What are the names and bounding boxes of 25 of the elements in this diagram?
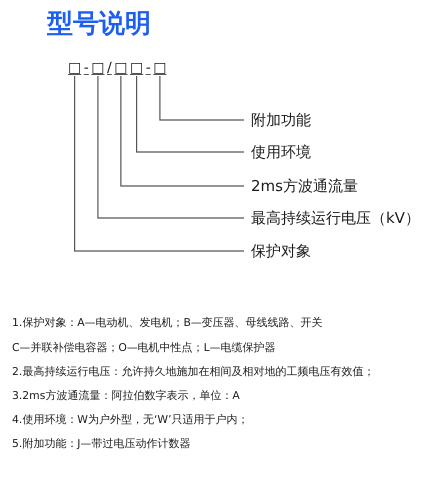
placeholder-field: □ (91, 60, 105, 76)
leader-line (159, 76, 244, 121)
placeholder-field: □ (114, 60, 128, 76)
field-label: 使用环境 (244, 143, 311, 161)
code-separator: - (146, 60, 151, 76)
field-label: 最高持续运行电压（kV） (244, 209, 420, 227)
title: 型号说明 (47, 8, 151, 40)
field-label: 附加功能 (244, 111, 311, 129)
note-text: 5.附加功能：J—带过电压动作计数器 (12, 436, 190, 452)
leader-line (120, 76, 244, 187)
field-label: 保护对象 (244, 242, 311, 260)
leader-line (74, 76, 244, 252)
note-text: 3.2ms方波通流量：阿拉伯数字表示，单位：A (12, 388, 240, 404)
field-label: 2ms方波通流量 (244, 177, 358, 195)
note-text: 2.最高持续运行电压：允许持久地施加在相间及相对地的工频电压有效值； (12, 364, 374, 380)
code-separator: - (84, 60, 89, 76)
note-text: 4.使用环境：W为户外型，无‘W’只适用于户内； (12, 412, 249, 428)
code-separator: / (107, 60, 112, 76)
leader-line (97, 76, 244, 219)
note-text: C—并联补偿电容器；O—电机中性点；L—电缆保护器 (12, 340, 276, 356)
placeholder-field: □ (153, 60, 167, 76)
placeholder-field: □ (68, 60, 82, 76)
leader-line (136, 76, 244, 153)
note-text: 1.保护对象：A—电动机、发电机；B—变压器、母线线路、开关 (12, 315, 323, 331)
placeholder-field: □ (130, 60, 144, 76)
